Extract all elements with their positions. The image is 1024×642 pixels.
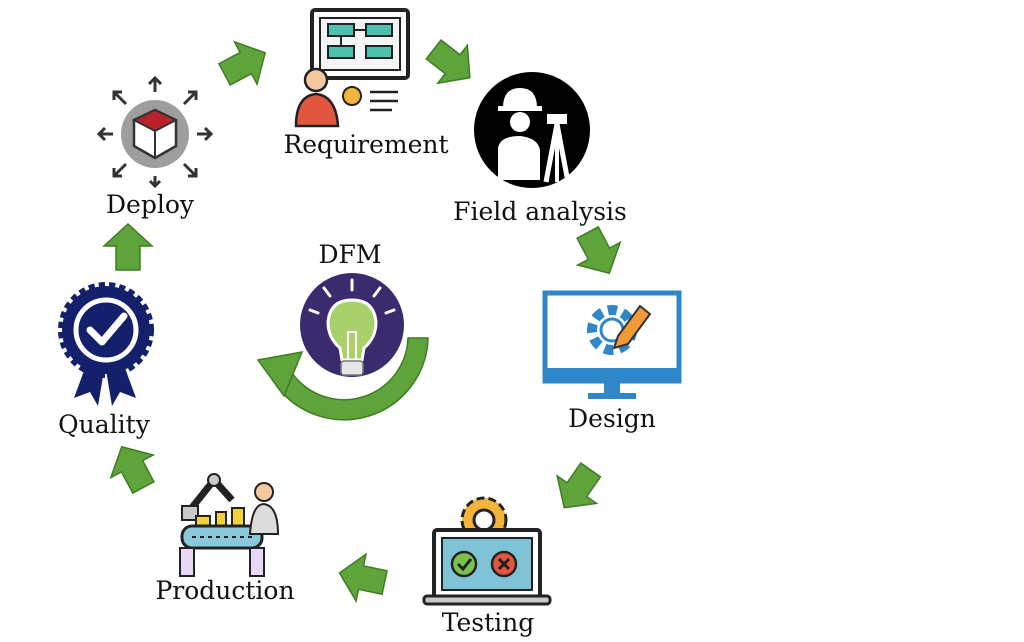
stage-label-requirement: Requirement xyxy=(283,130,449,159)
requirement-icon xyxy=(294,8,410,128)
deploy-icon xyxy=(96,75,214,189)
arrow-production-to-quality xyxy=(99,434,166,500)
dfm-title: DFM xyxy=(318,240,382,269)
stage-label-field-analysis: Field analysis xyxy=(453,197,627,226)
quality-icon xyxy=(58,282,154,406)
arrow-testing-to-production xyxy=(333,548,391,607)
stage-label-testing: Testing xyxy=(441,608,535,637)
stage-label-design: Design xyxy=(568,404,656,433)
design-icon xyxy=(542,290,682,399)
stage-label-quality: Quality xyxy=(58,410,150,439)
arrow-requirement-to-field-analysis xyxy=(418,29,486,98)
field-analysis-icon xyxy=(474,72,590,188)
stage-label-production: Production xyxy=(155,576,295,605)
production-icon xyxy=(179,473,280,577)
stage-label-deploy: Deploy xyxy=(105,190,195,219)
dfm-bulb-icon xyxy=(300,273,404,377)
arrow-deploy-to-requirement xyxy=(212,30,278,97)
arrow-quality-to-deploy xyxy=(103,223,153,271)
testing-icon xyxy=(422,496,552,606)
arrow-field-analysis-to-design xyxy=(565,220,632,286)
arrow-design-to-testing xyxy=(543,455,612,523)
dfm-cycle-arrow xyxy=(256,337,429,421)
